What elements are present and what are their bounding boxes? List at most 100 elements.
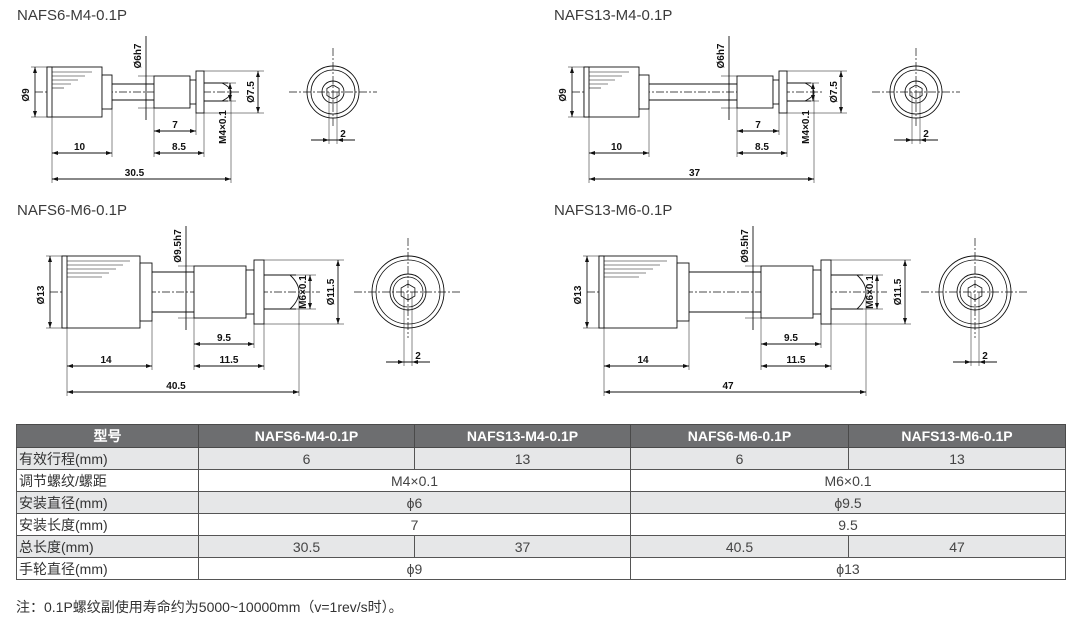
dim-label-mount-length: 9.5 xyxy=(784,333,798,344)
dim-label-mount-length: 7 xyxy=(755,120,761,131)
table-row-thread: 调节螺纹/螺距 M4×0.1 M6×0.1 xyxy=(16,469,1066,492)
dim-label-mount-length: 7 xyxy=(172,120,178,131)
cell: M4×0.1 xyxy=(198,469,631,492)
mount-body xyxy=(153,75,191,109)
cell: 6 xyxy=(198,447,415,470)
end-view-shaft-inner xyxy=(392,276,424,308)
mount-step xyxy=(812,269,822,315)
arrowhead xyxy=(323,138,343,142)
table-row-knob-diameter: 手轮直径(mm) ϕ9 ϕ13 xyxy=(16,557,1066,580)
mount-step xyxy=(189,79,197,105)
arrowhead xyxy=(52,151,112,155)
table-header-row: 型号 NAFS6-M4-0.1P NAFS13-M4-0.1P NAFS6-M6… xyxy=(16,424,1066,448)
end-view-shaft xyxy=(389,273,427,311)
dim-label-knob-diameter: Ø9 xyxy=(21,88,32,102)
dim-label-knob-diameter: Ø9 xyxy=(558,88,569,102)
dim-label-knob-length: 10 xyxy=(74,142,86,153)
flange xyxy=(195,70,205,114)
knob-neck xyxy=(676,262,690,322)
mount-body xyxy=(736,75,774,109)
knob-chamfer xyxy=(46,66,53,118)
header-cell-model: 型号 xyxy=(16,424,199,448)
cell: 47 xyxy=(848,535,1066,558)
knob-chamfer xyxy=(583,66,590,118)
arrowhead xyxy=(570,67,574,117)
arrowhead xyxy=(589,151,649,155)
cell: ϕ6 xyxy=(198,491,631,514)
knob-chamfer xyxy=(598,255,605,329)
dim-label-body-length: 8.5 xyxy=(755,142,769,153)
mount-body xyxy=(193,265,247,319)
dim-label-total-length: 40.5 xyxy=(166,381,186,392)
end-view-outer-ring xyxy=(306,65,360,119)
dim-label-body-length: 11.5 xyxy=(220,355,239,366)
mount-step xyxy=(245,269,255,315)
dim-label-total-length: 37 xyxy=(689,168,701,179)
row-label: 安装直径(mm) xyxy=(16,491,199,514)
mount-body xyxy=(760,265,814,319)
arrowhead xyxy=(194,342,254,346)
end-view-inner-ring xyxy=(942,259,1008,325)
flange xyxy=(778,70,788,114)
row-label: 安装长度(mm) xyxy=(16,513,199,536)
dim-label-knob-diameter: Ø13 xyxy=(573,285,584,304)
end-view-shaft xyxy=(904,80,928,104)
end-view-inner-ring xyxy=(893,69,939,115)
row-label: 调节螺纹/螺距 xyxy=(16,469,199,492)
knob-body xyxy=(583,66,640,118)
hex-socket-icon xyxy=(967,283,983,301)
dim-label-flange-diameter: Ø7.5 xyxy=(829,81,840,103)
drawing-title: NAFS13-M4-0.1P xyxy=(554,7,673,24)
cell: 9.5 xyxy=(630,513,1066,536)
hex-socket-icon xyxy=(400,283,416,301)
row-label: 手轮直径(mm) xyxy=(16,557,199,580)
row-label: 总长度(mm) xyxy=(16,535,199,558)
table-row-total-length: 总长度(mm) 30.5 37 40.5 47 xyxy=(16,535,1066,558)
cell: 6 xyxy=(630,447,849,470)
end-view-outer-ring xyxy=(938,255,1012,329)
row-label: 有效行程(mm) xyxy=(16,447,199,470)
drawing-title: NAFS6-M4-0.1P xyxy=(17,7,128,24)
cell: ϕ13 xyxy=(630,557,1066,580)
hex-socket-icon xyxy=(326,84,340,100)
cell: 37 xyxy=(414,535,631,558)
dim-label-flange-diameter: Ø11.5 xyxy=(326,278,337,305)
drawing-title: NAFS6-M6-0.1P xyxy=(17,202,128,219)
arrowhead xyxy=(154,151,204,155)
arrowhead xyxy=(33,67,37,117)
drawing-title: NAFS13-M6-0.1P xyxy=(554,202,673,219)
arrowhead xyxy=(761,342,821,346)
dim-label-hex: 2 xyxy=(415,351,421,362)
dim-label-thread: M4×0.1 xyxy=(218,110,229,144)
dim-label-knob-diameter: Ø13 xyxy=(36,285,47,304)
arrowhead xyxy=(737,151,787,155)
end-view-outer-ring xyxy=(371,255,445,329)
header-cell: NAFS13-M4-0.1P xyxy=(414,424,631,448)
dim-label-mount-diameter: Ø9.5h7 xyxy=(740,229,751,263)
dim-label-total-length: 47 xyxy=(722,381,734,392)
dim-label-flange-diameter: Ø7.5 xyxy=(246,81,257,103)
arrowhead xyxy=(965,360,985,364)
spec-table: 型号 NAFS6-M4-0.1P NAFS13-M4-0.1P NAFS6-M6… xyxy=(16,424,1066,580)
arrowhead xyxy=(398,360,418,364)
cell: 13 xyxy=(414,447,631,470)
dim-label-body-length: 8.5 xyxy=(172,142,186,153)
dim-label-mount-length: 9.5 xyxy=(217,333,231,344)
dim-label-hex: 2 xyxy=(340,129,346,140)
knob-body xyxy=(61,255,141,329)
knob-chamfer xyxy=(61,255,68,329)
knob-neck xyxy=(638,74,650,110)
dim-label-mount-diameter: Ø9.5h7 xyxy=(173,229,184,263)
cell: ϕ9 xyxy=(198,557,631,580)
table-row-mount-length: 安装长度(mm) 7 9.5 xyxy=(16,513,1066,536)
dim-label-hex: 2 xyxy=(982,351,988,362)
cell: ϕ9.5 xyxy=(630,491,1066,514)
arrowhead xyxy=(906,138,926,142)
dim-label-thread: M4×0.1 xyxy=(801,110,812,144)
